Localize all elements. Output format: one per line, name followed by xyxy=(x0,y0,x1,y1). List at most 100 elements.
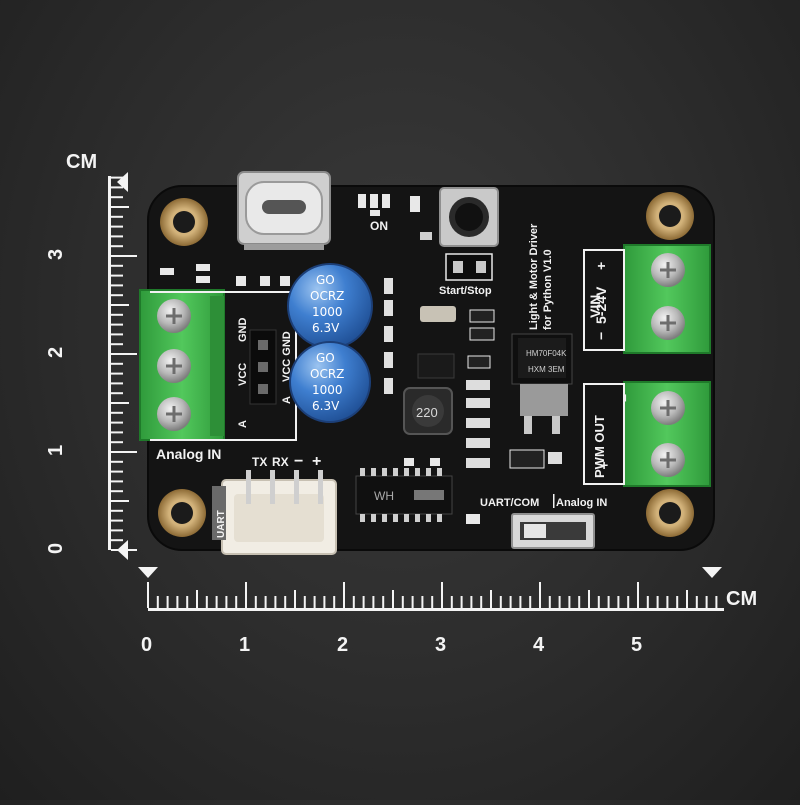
svg-text:1000: 1000 xyxy=(312,383,343,397)
ruler-tick xyxy=(441,582,443,608)
ruler-tick xyxy=(333,596,336,608)
ruler-tick xyxy=(646,596,649,608)
inductor: 220 xyxy=(403,387,453,435)
ruler-tick xyxy=(313,596,316,608)
ruler-tick xyxy=(111,362,123,365)
ruler-tick xyxy=(111,470,123,473)
ruler-tick xyxy=(111,343,123,346)
ruler-tick xyxy=(705,596,708,608)
rx-label: RX xyxy=(272,455,289,469)
svg-text:2: 2 xyxy=(337,634,348,656)
ruler-tick xyxy=(578,596,581,608)
ruler-tick xyxy=(111,186,123,189)
usb-c-connector xyxy=(237,171,331,250)
start-stop-label: Start/Stop xyxy=(439,285,492,297)
ruler-tick xyxy=(529,596,532,608)
tx-label: TX xyxy=(252,455,267,469)
svg-text:+: + xyxy=(593,262,609,270)
svg-text:OCRZ: OCRZ xyxy=(310,289,344,303)
ruler-tick xyxy=(499,596,502,608)
capacitor-top: GO OCRZ 1000 6.3V xyxy=(287,263,373,349)
ruler-tick xyxy=(111,323,123,326)
horizontal-cm-label: CM xyxy=(726,588,757,610)
ruler-tick xyxy=(666,596,669,608)
ruler-tick xyxy=(274,596,277,608)
ruler-tick xyxy=(548,596,551,608)
svg-text:1: 1 xyxy=(45,445,67,456)
a-label-2: A xyxy=(281,396,293,404)
voltage-regulator: HM70F04K HXM 3EM xyxy=(511,333,573,434)
ruler-tick xyxy=(695,596,698,608)
vin-title: VIN xyxy=(587,295,603,318)
ruler-tick xyxy=(715,596,718,608)
ruler-tick xyxy=(588,590,590,608)
ruler-tick xyxy=(111,274,123,277)
driver-ic-pins xyxy=(360,468,442,522)
gnd-label: GND xyxy=(237,318,249,343)
ruler-tick xyxy=(196,590,198,608)
driver-ic: WH xyxy=(355,475,453,515)
pwm-out-label: PWM OUT xyxy=(592,415,607,478)
ruler-tick xyxy=(470,596,473,608)
ruler-tick xyxy=(111,519,123,522)
smd-parts-center xyxy=(384,278,495,394)
ruler-tick xyxy=(111,529,123,532)
ruler-tick xyxy=(539,582,541,608)
ruler-tick xyxy=(111,490,123,493)
ruler-tick xyxy=(156,596,159,608)
svg-text:HXM 3EM: HXM 3EM xyxy=(528,365,565,374)
analog-in-terminal-block xyxy=(139,289,225,441)
ruler-tick xyxy=(111,304,129,306)
ruler-tick xyxy=(111,333,123,336)
uart-label: UART xyxy=(216,510,227,538)
svg-text:4: 4 xyxy=(533,634,545,656)
analog-in-label: Analog IN xyxy=(156,446,221,462)
svg-text:6.3V: 6.3V xyxy=(312,321,340,335)
horizontal-ruler-numbers: 0 1 2 3 4 5 xyxy=(141,634,642,656)
vertical-ruler xyxy=(108,172,137,560)
ruler-tick xyxy=(490,590,492,608)
smd-parts-left xyxy=(160,264,290,286)
ruler-tick xyxy=(111,206,129,208)
start-stop-button[interactable] xyxy=(439,187,499,247)
ruler-tick xyxy=(558,596,561,608)
svg-text:6.3V: 6.3V xyxy=(312,399,340,413)
ruler-tick xyxy=(627,596,630,608)
uart-minus-label: − xyxy=(294,453,303,470)
sensor-pin-header xyxy=(249,329,277,405)
ruler-tick xyxy=(460,596,463,608)
ruler-tick xyxy=(111,392,123,395)
ruler-tick xyxy=(111,294,123,297)
svg-text:5-24V: 5-24V xyxy=(593,286,609,324)
vertical-cm-label: CM xyxy=(66,151,97,173)
ruler-tick xyxy=(284,596,287,608)
ruler-tick xyxy=(111,441,123,444)
svg-text:3: 3 xyxy=(435,634,446,656)
ruler-tick xyxy=(111,215,123,218)
svg-text:3: 3 xyxy=(45,249,67,260)
ruler-tick xyxy=(656,596,659,608)
ruler-tick xyxy=(111,235,123,238)
svg-text:0: 0 xyxy=(141,634,152,656)
ruler-tick xyxy=(480,596,483,608)
svg-text:OCRZ: OCRZ xyxy=(310,367,344,381)
ruler-tick xyxy=(111,225,123,228)
mode-slide-switch[interactable] xyxy=(511,513,595,549)
ruler-tick xyxy=(421,596,424,608)
ruler-tick xyxy=(519,596,522,608)
ruler-tick xyxy=(676,596,679,608)
mounting-hole-top-right xyxy=(646,192,694,240)
ruler-tick xyxy=(401,596,404,608)
ruler-tick xyxy=(111,480,123,483)
ruler-tick xyxy=(362,596,365,608)
vcc-label: VCC xyxy=(237,363,249,386)
pwm-minus-label: − xyxy=(617,394,633,402)
ruler-tick xyxy=(352,596,355,608)
ruler-tick xyxy=(372,596,375,608)
board-title: Light & Motor Driver for Python V1.0 xyxy=(528,223,554,330)
ruler-tick xyxy=(111,382,123,385)
ruler-tick xyxy=(294,590,296,608)
ruler-tick xyxy=(303,596,306,608)
svg-text:WH: WH xyxy=(374,489,394,503)
switch-analog-in-label: Analog IN xyxy=(556,497,607,509)
